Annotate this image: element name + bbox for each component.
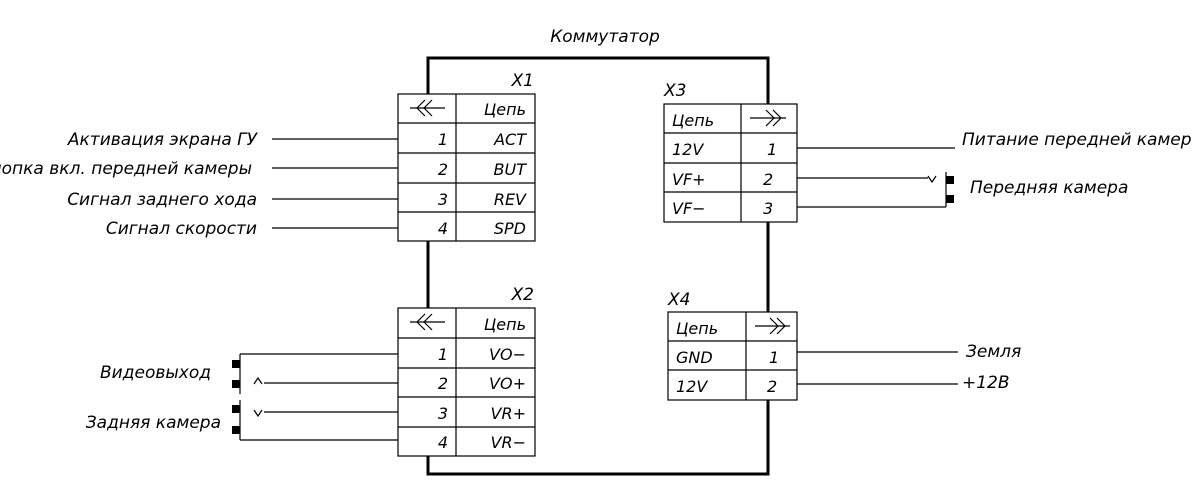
signal-label: Питание передней камеры [962, 130, 1192, 150]
x1-net: BUT [494, 160, 528, 179]
connector-x1: X1 Цепь 1 ACT 2 BUT 3 REV 4 SPD Активаци… [0, 71, 536, 242]
x3-net: 12V [672, 140, 704, 159]
x2-net: VR− [491, 433, 526, 452]
connector-x3-label: X3 [663, 81, 686, 101]
x1-pin: 2 [438, 160, 448, 179]
x3-net: VF− [672, 199, 706, 218]
connector-x4-header: Цепь [676, 319, 718, 338]
connector-x3-header: Цепь [672, 111, 714, 130]
rear-camera-plug-icon [232, 400, 398, 441]
signal-label: Сигнал скорости [106, 219, 257, 239]
connector-x2: X2 Цепь 1 VO− 2 VO+ 3 VR+ 4 VR− [86, 285, 536, 457]
x2-pin: 2 [438, 374, 448, 393]
x1-net: ACT [493, 130, 527, 149]
device-label: Видеовыход [100, 363, 211, 383]
x3-net: VF+ [672, 170, 706, 189]
connector-x2-label: X2 [511, 285, 534, 305]
x4-net: 12V [676, 377, 708, 396]
x3-pin: 3 [763, 199, 773, 218]
signal-label: +12В [962, 373, 1010, 393]
signal-label: Активация экрана ГУ [67, 130, 259, 150]
connector-x1-header: Цепь [484, 100, 526, 119]
connector-x3: X3 Цепь 12V 1 VF+ 2 VF− 3 Питание передн… [663, 81, 1192, 223]
device-label: Передняя камера [970, 178, 1128, 198]
connector-x1-label: X1 [511, 71, 534, 91]
x1-net: SPD [494, 219, 526, 238]
x2-pin: 4 [438, 433, 448, 452]
x1-pin: 1 [438, 130, 448, 149]
socket-symbol-icon [410, 313, 445, 331]
socket-symbol-icon [410, 99, 445, 117]
device-label: Задняя камера [86, 413, 221, 433]
x1-net: REV [494, 190, 527, 209]
x2-pin: 1 [438, 345, 448, 364]
x4-pin: 1 [769, 348, 779, 367]
x2-net: VR+ [491, 404, 526, 423]
signal-label: Кнопка вкл. передней камеры [0, 159, 252, 179]
x4-net: GND [676, 348, 713, 367]
connector-x4-label: X4 [667, 290, 690, 310]
connector-x4: X4 Цепь GND 1 12V 2 Земля +12В [667, 290, 1021, 401]
x2-pin: 3 [438, 404, 448, 423]
x2-net: VO+ [489, 374, 526, 393]
x3-pin: 1 [767, 140, 777, 159]
x1-pin: 4 [438, 219, 448, 238]
connector-x2-header: Цепь [484, 315, 526, 334]
video-out-plug-icon [232, 353, 398, 394]
plug-symbol-icon [750, 109, 786, 127]
signal-label: Сигнал заднего хода [67, 190, 257, 210]
x2-net: VO− [489, 345, 526, 364]
x3-pin: 2 [763, 170, 773, 189]
x4-pin: 2 [767, 377, 777, 396]
front-camera-plug-icon [945, 172, 954, 207]
commutator-body [426, 56, 770, 476]
signal-label: Земля [966, 342, 1021, 362]
diagram-title: Коммутатор [550, 27, 660, 47]
plug-symbol-icon [755, 317, 790, 335]
x1-pin: 3 [438, 190, 448, 209]
